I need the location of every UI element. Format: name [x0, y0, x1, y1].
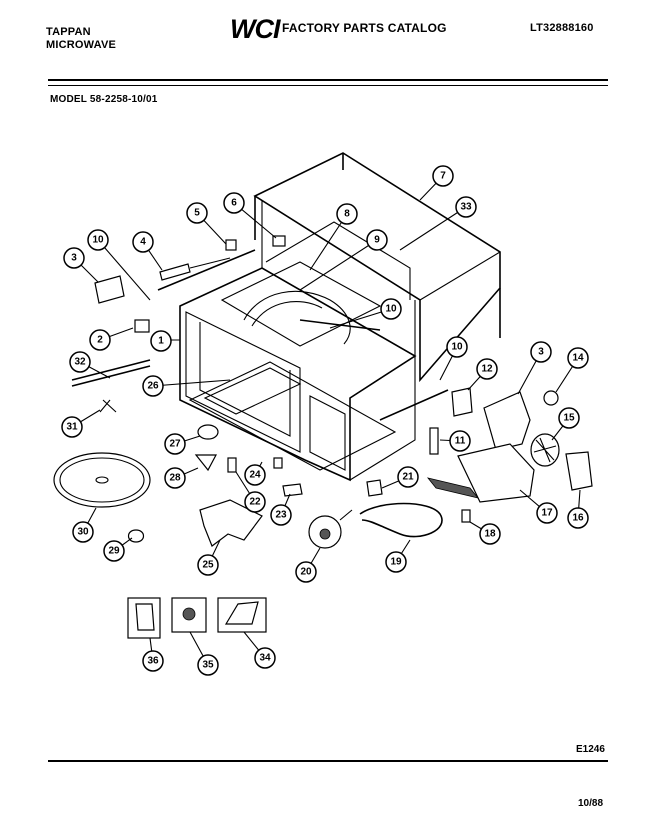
callout-8: 8	[336, 203, 358, 225]
callout-9: 9	[366, 229, 388, 251]
svg-text:36: 36	[147, 656, 159, 667]
callout-19: 19	[385, 551, 407, 573]
callout-23: 23	[270, 504, 292, 526]
svg-text:14: 14	[572, 353, 584, 364]
svg-text:9: 9	[374, 235, 380, 246]
catalog-number: LT32888160	[530, 22, 594, 34]
svg-text:12: 12	[481, 364, 493, 375]
svg-text:25: 25	[202, 560, 214, 571]
callout-20: 20	[295, 561, 317, 583]
svg-text:34: 34	[259, 653, 271, 664]
callout-36: 36	[142, 650, 164, 672]
callout-16: 16	[567, 507, 589, 529]
catalog-title: FACTORY PARTS CATALOG	[282, 21, 447, 35]
callout-6: 6	[223, 192, 245, 214]
svg-text:20: 20	[300, 567, 312, 578]
header-rule-thin	[48, 85, 608, 86]
model-number: MODEL 58-2258-10/01	[50, 94, 158, 105]
svg-text:18: 18	[484, 529, 496, 540]
svg-text:31: 31	[66, 422, 78, 433]
outer-cabinet-drawing	[253, 152, 501, 383]
svg-text:10: 10	[451, 342, 463, 353]
callout-3: 3	[63, 247, 85, 269]
svg-text:22: 22	[249, 497, 261, 508]
brand-line-2: MICROWAVE	[46, 39, 117, 51]
svg-text:7: 7	[440, 171, 446, 182]
svg-text:27: 27	[169, 439, 181, 450]
callout-32: 32	[69, 351, 91, 373]
component-parts-drawing	[53, 175, 593, 666]
svg-text:28: 28	[169, 473, 181, 484]
brand-line-1: TAPPAN	[46, 26, 91, 38]
callout-14: 14	[567, 347, 589, 369]
callout-31: 31	[61, 416, 83, 438]
callout-21: 21	[397, 466, 419, 488]
inner-cavity-drawing	[71, 249, 449, 482]
callout-34: 34	[254, 647, 276, 669]
svg-text:6: 6	[231, 198, 237, 209]
svg-text:23: 23	[275, 510, 287, 521]
svg-text:30: 30	[77, 527, 89, 538]
callout-18: 18	[479, 523, 501, 545]
callout-29: 29	[103, 540, 125, 562]
svg-text:11: 11	[455, 436, 466, 447]
svg-text:32: 32	[74, 357, 86, 368]
callout-3-right: 3	[530, 341, 552, 363]
callout-5: 5	[186, 202, 208, 224]
footer-rule	[48, 760, 608, 762]
figure-code: E1246	[576, 744, 605, 755]
svg-text:24: 24	[249, 470, 261, 481]
svg-text:3: 3	[71, 253, 77, 264]
callout-4: 4	[132, 231, 154, 253]
callout-25: 25	[197, 554, 219, 576]
callout-17: 17	[536, 502, 558, 524]
svg-text:8: 8	[344, 209, 350, 220]
callout-12: 12	[476, 358, 498, 380]
svg-text:35: 35	[202, 660, 214, 671]
svg-text:3: 3	[538, 347, 544, 358]
callout-15: 15	[558, 407, 580, 429]
callout-33: 33	[455, 196, 477, 218]
callout-24: 24	[244, 464, 266, 486]
callout-26: 26	[142, 375, 164, 397]
date-code: 10/88	[578, 798, 604, 809]
header-rule-thick	[48, 79, 608, 81]
svg-text:4: 4	[140, 237, 146, 248]
callout-35: 35	[197, 654, 219, 676]
svg-text:29: 29	[108, 546, 120, 557]
callout-27: 27	[164, 433, 186, 455]
svg-text:5: 5	[194, 208, 200, 219]
callout-7: 7	[432, 165, 454, 187]
callout-10-left: 10	[87, 229, 109, 251]
svg-text:1: 1	[158, 336, 164, 347]
callout-11: 11	[449, 430, 471, 452]
callout-1: 1	[150, 330, 172, 352]
svg-text:33: 33	[460, 202, 472, 213]
callout-28: 28	[164, 467, 186, 489]
svg-text:2: 2	[97, 335, 103, 346]
callout-30: 30	[72, 521, 94, 543]
wci-logo: WCI	[230, 14, 280, 44]
svg-text:10: 10	[385, 304, 397, 315]
svg-text:16: 16	[572, 513, 584, 524]
svg-text:15: 15	[563, 413, 575, 424]
svg-text:21: 21	[402, 472, 414, 483]
callout-10-right: 10	[446, 336, 468, 358]
callout-22: 22	[244, 491, 266, 513]
svg-text:17: 17	[541, 508, 553, 519]
svg-text:10: 10	[92, 235, 104, 246]
callout-2: 2	[89, 329, 111, 351]
svg-text:26: 26	[147, 381, 159, 392]
svg-text:19: 19	[390, 557, 402, 568]
callout-10-top: 10	[380, 298, 402, 320]
